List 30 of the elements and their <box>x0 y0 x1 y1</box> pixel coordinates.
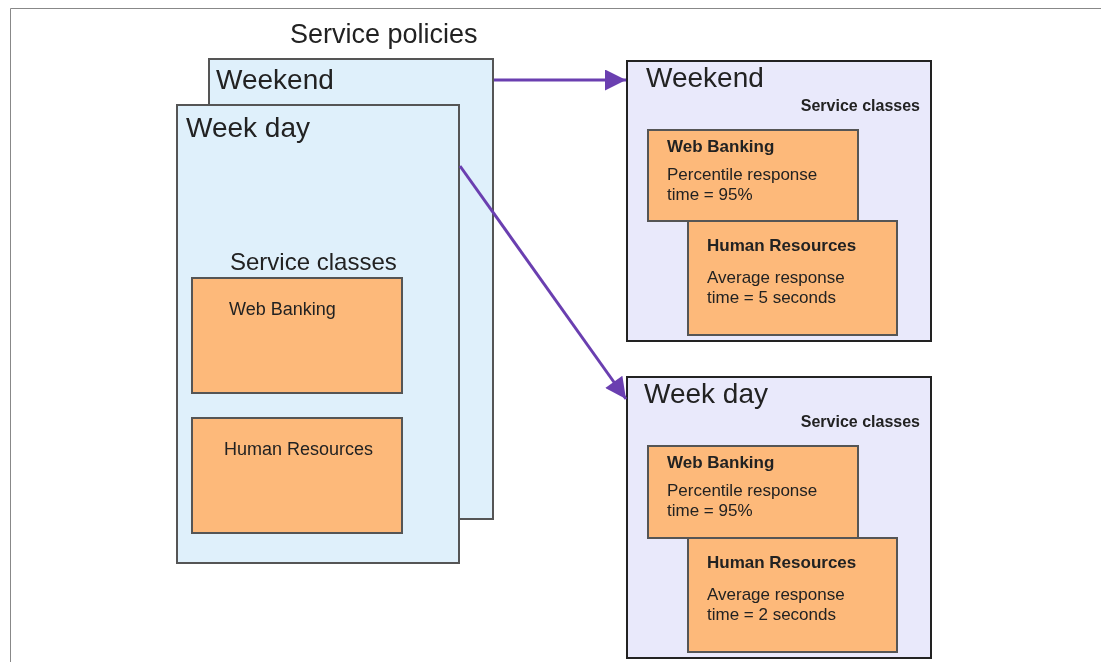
service-class-heading: Service classes <box>799 413 920 432</box>
diagram-title: Service policies <box>290 19 478 51</box>
policy-panel <box>626 376 932 659</box>
service-class-name: Human Resources <box>707 236 858 256</box>
arrow <box>458 165 628 400</box>
policy-panel <box>626 60 932 342</box>
service-class-detail: Percentile response time = 95% <box>667 481 819 521</box>
policy-name: Week day <box>644 378 769 411</box>
policy-name: Weekend <box>216 64 335 97</box>
service-class-box <box>647 445 859 539</box>
service-class-heading: Service classes <box>799 97 920 116</box>
service-class-box <box>687 537 898 653</box>
service-class-name: Human Resources <box>224 439 375 460</box>
service-class-detail: Average response time = 5 seconds <box>707 268 846 308</box>
policy-name: Week day <box>186 112 311 145</box>
service-class-detail: Percentile response time = 95% <box>667 165 819 205</box>
service-class-box <box>647 129 859 222</box>
service-class-heading: Service classes <box>230 248 398 276</box>
service-class-name: Web Banking <box>667 453 776 473</box>
service-class-box <box>191 417 403 534</box>
policy-name: Weekend <box>646 62 765 95</box>
policy-card <box>208 58 494 104</box>
service-class-name: Human Resources <box>707 553 858 573</box>
policy-card <box>176 104 460 564</box>
service-class-detail: Average response time = 2 seconds <box>707 585 846 625</box>
service-class-box <box>191 277 403 394</box>
service-class-name: Web Banking <box>229 299 337 320</box>
service-class-box <box>687 220 898 336</box>
arrow <box>494 69 626 91</box>
service-class-name: Web Banking <box>667 137 776 157</box>
